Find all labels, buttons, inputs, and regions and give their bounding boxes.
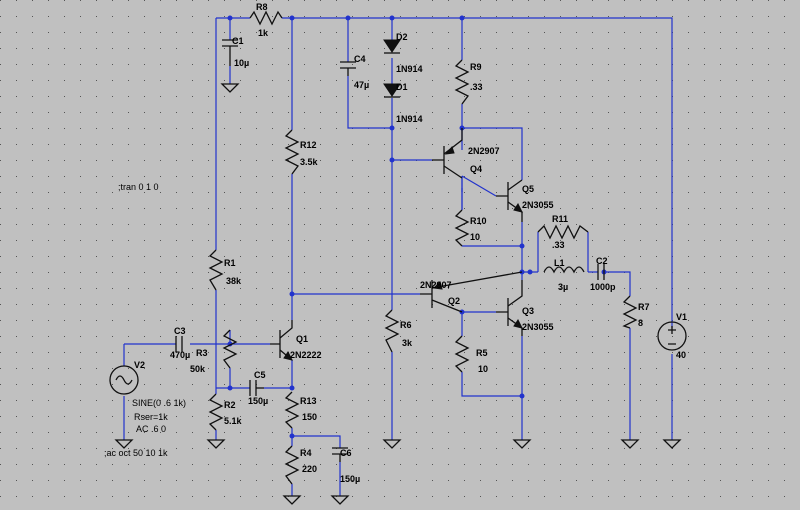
r1-value: 38k: [226, 276, 242, 286]
v1-label: V1: [676, 312, 687, 322]
q1-value: 2N2222: [290, 350, 322, 360]
ac-directive[interactable]: ;ac oct 50 10 1k: [104, 448, 168, 458]
resistor-r1[interactable]: [208, 249, 224, 291]
q5-label: Q5: [522, 184, 534, 194]
r9-label: R9: [470, 62, 482, 72]
resistor-r3[interactable]: [222, 329, 238, 369]
transistor-q2[interactable]: [420, 271, 523, 313]
l1-label: L1: [554, 258, 565, 268]
resistor-r5[interactable]: [454, 335, 470, 373]
inductor-l1[interactable]: [543, 266, 585, 274]
r2-label: R2: [224, 400, 236, 410]
r11-label: R11: [552, 214, 568, 224]
transistor-q5[interactable]: [496, 179, 523, 222]
q3-label: Q3: [522, 306, 534, 316]
diode-d2[interactable]: [383, 39, 401, 54]
transistor-q1[interactable]: [270, 320, 293, 361]
l1-value: 3µ: [558, 282, 568, 292]
c2-label: C2: [596, 256, 608, 266]
v2-ac-param: AC .6 0: [136, 424, 166, 434]
c6-value: 150µ: [340, 474, 360, 484]
r6-value: 3k: [402, 338, 413, 348]
capacitor-c3[interactable]: [175, 336, 183, 352]
c6-label: C6: [340, 448, 352, 458]
q3-value: 2N3055: [522, 322, 554, 332]
voltage-source-v1[interactable]: [657, 321, 687, 351]
c5-value: 150µ: [248, 396, 268, 406]
r7-label: R7: [638, 302, 650, 312]
r1-label: R1: [224, 258, 236, 268]
resistor-r10[interactable]: [454, 209, 470, 247]
q2-label: Q2: [448, 296, 460, 306]
resistor-r4[interactable]: [284, 445, 300, 485]
q4-label: Q4: [470, 164, 482, 174]
transistor-q3[interactable]: [496, 280, 523, 336]
d1-label: D1: [396, 82, 408, 92]
q5-value: 2N3055: [522, 200, 554, 210]
v2-rser-param: Rser=1k: [134, 412, 168, 422]
r3-label: R3: [196, 348, 208, 358]
v2-label: V2: [134, 360, 145, 370]
c5-label: C5: [254, 370, 266, 380]
q2-value: 2N2907: [420, 280, 452, 290]
capacitor-c6[interactable]: [332, 447, 348, 462]
r3-value: 50k: [190, 364, 206, 374]
c1-label: C1: [232, 36, 244, 46]
q1-label: Q1: [296, 334, 308, 344]
resistor-r7[interactable]: [622, 295, 638, 329]
voltage-source-v2[interactable]: [109, 365, 139, 395]
d1-value: 1N914: [396, 114, 423, 124]
r12-label: R12: [300, 140, 317, 150]
r7-value: 8: [638, 318, 643, 328]
capacitor-c5[interactable]: [249, 380, 264, 396]
r11-value: .33: [552, 240, 565, 250]
r12-value: 3.5k: [300, 157, 319, 167]
c3-label: C3: [174, 326, 186, 336]
transistor-q4[interactable]: [432, 128, 463, 179]
resistor-r8[interactable]: [249, 10, 283, 26]
d2-label: D2: [396, 32, 408, 42]
r5-value: 10: [478, 364, 488, 374]
v1-value: 40: [676, 350, 686, 360]
r10-value: 10: [470, 232, 480, 242]
v2-sine-param: SINE(0 .6 1k): [132, 398, 186, 408]
capacitor-c2[interactable]: [597, 264, 605, 280]
resistor-r13[interactable]: [284, 391, 300, 429]
d2-value: 1N914: [396, 64, 423, 74]
resistor-r9[interactable]: [454, 59, 470, 105]
tran-directive[interactable]: ;tran 0 1 0: [118, 182, 159, 192]
diode-d1[interactable]: [383, 83, 401, 98]
q4-value: 2N2907: [468, 146, 500, 156]
r10-label: R10: [470, 216, 487, 226]
resistor-r11[interactable]: [537, 224, 589, 240]
r8-label: R8: [256, 2, 268, 12]
c4-label: C4: [354, 54, 366, 64]
r13-value: 150: [302, 412, 317, 422]
r4-value: 220: [302, 464, 317, 474]
c4-value: 47µ: [354, 80, 369, 90]
c1-value: 10µ: [234, 58, 249, 68]
resistor-r6[interactable]: [384, 309, 400, 353]
r8-value: 1k: [258, 28, 269, 38]
r9-value: .33: [470, 82, 483, 92]
c2-value: 1000p: [590, 282, 616, 292]
resistor-r12[interactable]: [284, 129, 300, 175]
r4-label: R4: [300, 448, 312, 458]
r13-label: R13: [300, 396, 317, 406]
capacitor-c4[interactable]: [340, 61, 356, 76]
r2-value: 5.1k: [224, 416, 243, 426]
capacitor-c1[interactable]: [220, 39, 240, 93]
c3-value: 470µ: [170, 350, 190, 360]
junction-dots: [227, 15, 607, 439]
r6-label: R6: [400, 320, 412, 330]
r5-label: R5: [476, 348, 488, 358]
resistor-r2[interactable]: [208, 393, 224, 431]
ground-symbols: [114, 439, 682, 505]
